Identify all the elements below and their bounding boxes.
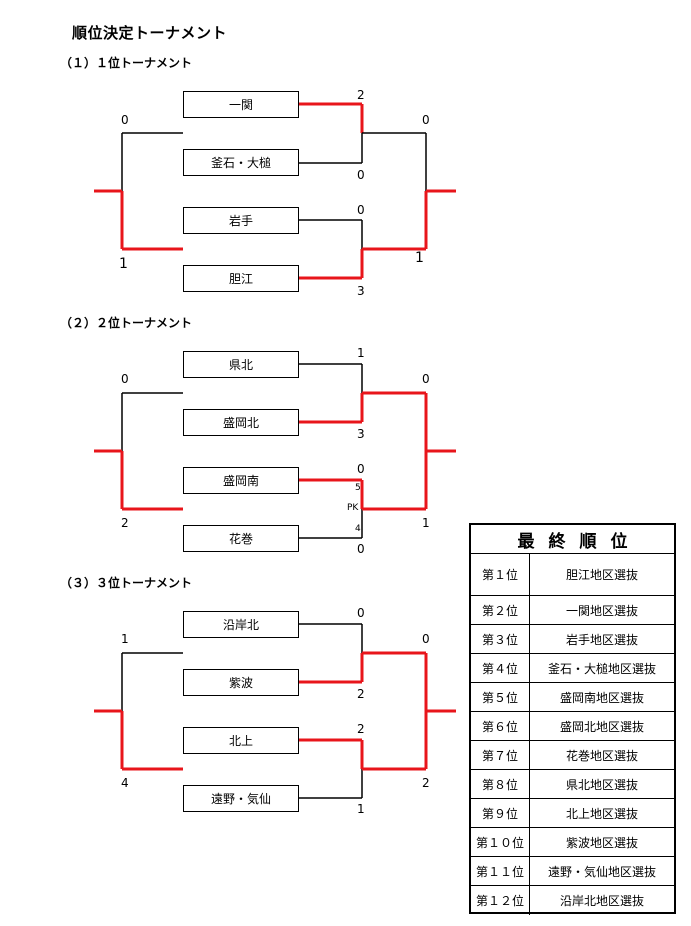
score: 0: [357, 462, 365, 476]
ranking-row: 第８位 県北地区選抜: [471, 770, 674, 799]
score: 3: [357, 427, 365, 441]
score: 1: [119, 256, 128, 272]
team-box: 盛岡南: [183, 467, 299, 494]
ranking-place: 第１０位: [471, 828, 530, 856]
team-box: 県北: [183, 351, 299, 378]
ranking-body: 第１位胆江地区選抜第２位一関地区選抜第３位岩手地区選抜第４位釜石・大槌地区選抜第…: [471, 554, 674, 915]
pk-label: PK: [347, 503, 359, 513]
team-box: 紫波: [183, 669, 299, 696]
bracket-1-lines: [94, 102, 456, 280]
score: 0: [422, 372, 430, 386]
ranking-team: 北上地区選抜: [565, 806, 638, 821]
ranking-place: 第８位: [471, 770, 530, 798]
bracket-2-heading: （２）２位トーナメント: [60, 316, 193, 330]
ranking-row: 第７位 花巻地区選抜: [471, 741, 674, 770]
ranking-team: 釜石・大槌地区選抜: [547, 661, 656, 676]
pk-score: 5: [355, 483, 361, 493]
score: 2: [422, 776, 430, 790]
ranking-team: 一関地区選抜: [565, 603, 638, 618]
team-box: 沿岸北: [183, 611, 299, 638]
page-title: 順位決定トーナメント: [72, 24, 228, 42]
ranking-team: 沿岸北地区選抜: [559, 894, 644, 908]
ranking-row: 第２位 一関地区選抜: [471, 596, 674, 625]
ranking-row: 第４位 釜石・大槌地区選抜: [471, 654, 674, 683]
ranking-row: 第１１位 遠野・気仙地区選抜: [471, 857, 674, 886]
ranking-row: 第１０位 紫波地区選抜: [471, 828, 674, 857]
score: 2: [357, 88, 365, 102]
ranking-team: 盛岡北地区選抜: [559, 719, 644, 734]
score: 0: [121, 372, 129, 386]
pk-score: 4: [355, 524, 361, 534]
bracket-1-heading: （１）１位トーナメント: [60, 56, 193, 70]
team-box: 盛岡北: [183, 409, 299, 436]
score: 0: [357, 168, 365, 182]
ranking-team: 岩手地区選抜: [565, 632, 638, 647]
team-box: 一関: [183, 91, 299, 118]
ranking-header: 最終順位: [471, 525, 674, 554]
bracket-2-lines: [94, 363, 456, 539]
ranking-place: 第６位: [471, 712, 530, 740]
team-box: 花巻: [183, 525, 299, 552]
ranking-place: 第３位: [471, 625, 530, 653]
ranking-row: 第６位 盛岡北地区選抜: [471, 712, 674, 741]
score: 0: [422, 113, 430, 127]
ranking-row: 第１２位 沿岸北地区選抜: [471, 886, 674, 915]
team-box: 北上: [183, 727, 299, 754]
ranking-place: 第２位: [471, 596, 530, 624]
score: 0: [357, 203, 365, 217]
ranking-row: 第１位 胆江地区選抜: [471, 554, 674, 596]
ranking-team: 紫波地区選抜: [565, 835, 638, 850]
ranking-place: 第７位: [471, 741, 530, 769]
team-box: 釜石・大槌: [183, 149, 299, 176]
ranking-row: 第９位 北上地区選抜: [471, 799, 674, 828]
ranking-team: 花巻地区選抜: [565, 748, 638, 763]
ranking-row: 第３位 岩手地区選抜: [471, 625, 674, 654]
ranking-team: 県北地区選抜: [565, 777, 638, 792]
team-box: 胆江: [183, 265, 299, 292]
score: 2: [121, 516, 129, 530]
bracket-3-lines: [94, 623, 456, 799]
score: 3: [357, 284, 365, 298]
score: 2: [357, 722, 365, 736]
score: 1: [422, 516, 430, 530]
score: 0: [357, 606, 365, 620]
score: 0: [422, 632, 430, 646]
ranking-place: 第５位: [471, 683, 530, 711]
final-ranking-table: 最終順位 第１位 胆江地区選抜第２位 一関地区選抜第３位 岩手地区選抜第４位 釜石・大槌…: [469, 523, 676, 915]
team-box: 岩手: [183, 207, 299, 234]
bracket-3-heading: （３）３位トーナメント: [60, 576, 193, 590]
score: 1: [415, 250, 424, 266]
ranking-place: 第４位: [471, 654, 530, 682]
ranking-row: 第５位 盛岡南地区選抜: [471, 683, 674, 712]
score: 0: [357, 542, 365, 556]
ranking-place: 第９位: [471, 799, 530, 827]
ranking-place: 第１２位: [471, 886, 530, 915]
ranking-team: 遠野・気仙地区選抜: [547, 864, 656, 879]
score: 2: [357, 687, 365, 701]
score: 1: [121, 632, 129, 646]
score: 1: [357, 346, 365, 360]
score: 1: [357, 802, 365, 816]
ranking-place: 第１１位: [471, 857, 530, 885]
score: 4: [121, 776, 129, 790]
ranking-place: 第１位: [471, 554, 530, 595]
ranking-team: 胆江地区選抜: [565, 568, 638, 582]
ranking-team: 盛岡南地区選抜: [559, 690, 644, 705]
team-box: 遠野・気仙: [183, 785, 299, 812]
score: 0: [121, 113, 129, 127]
